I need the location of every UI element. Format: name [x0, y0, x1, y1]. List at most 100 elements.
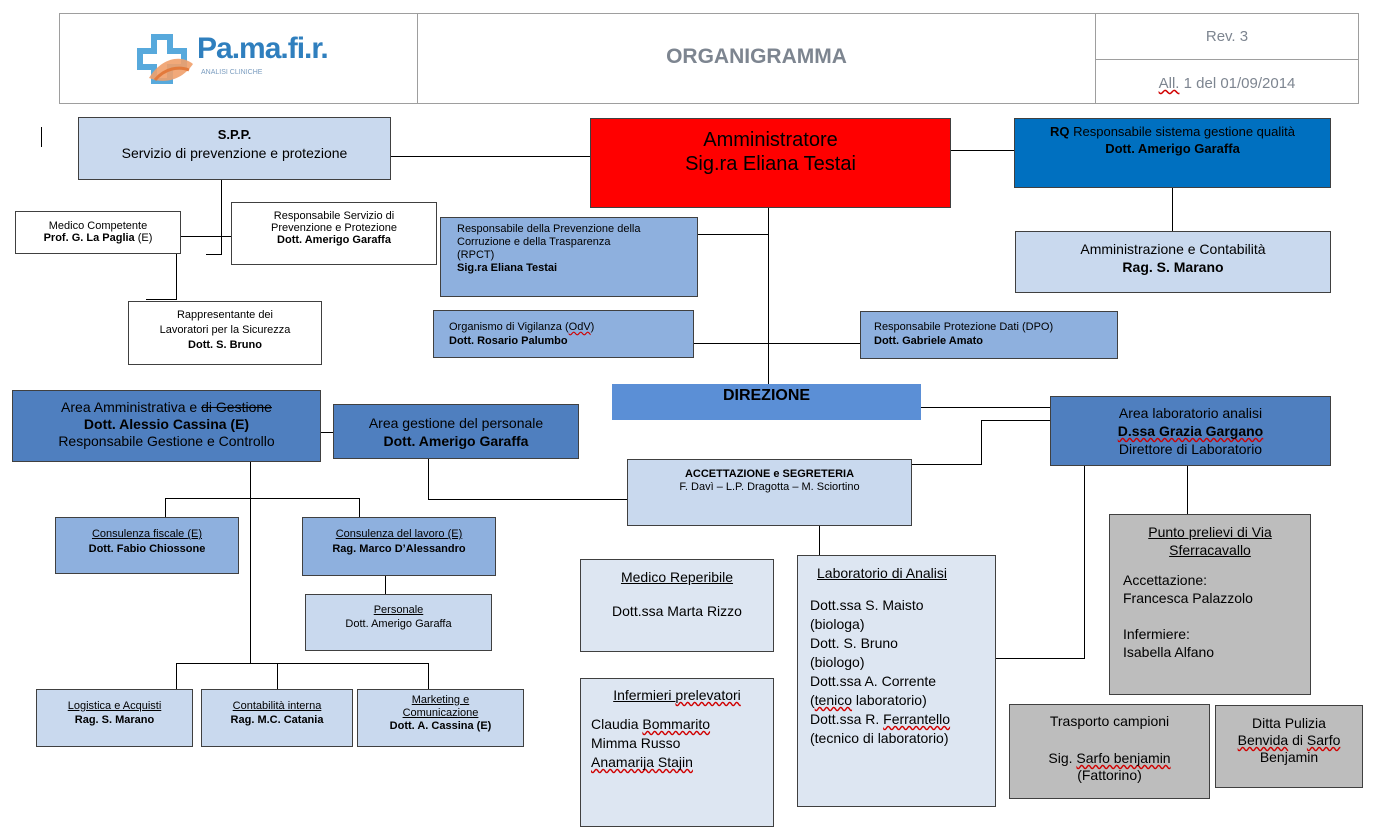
logistica-box[interactable]: Logistica e Acquisti Rag. S. Marano: [36, 689, 193, 747]
consulenza-lavoro-box[interactable]: Consulenza del lavoro (E) Rag. Marco D’A…: [302, 517, 496, 576]
infermieri-title-b: prelevatori: [675, 687, 741, 703]
connector-lab-punto-v: [1084, 466, 1085, 659]
infermiere-3-b: Stajin: [654, 754, 693, 770]
medico-reperibile-box[interactable]: Medico Reperibile Dott.ssa Marta Rizzo: [580, 559, 774, 652]
odv-title-a: Organismo di Vigilanza (: [449, 321, 569, 333]
connector-conslav-v: [359, 498, 360, 517]
lab-staff-2-role: (biologo): [810, 654, 865, 670]
logo-subtext: ANALISI CLINICHE: [201, 69, 263, 76]
lab-staff-3-role-c: laboratorio): [852, 692, 927, 708]
connector-acc-lab-down: [819, 526, 820, 555]
area-amministrativa-name: Dott. Alessio Cassina (E): [83, 416, 250, 432]
dpo-box[interactable]: Responsabile Protezione Dati (DPO) Dott.…: [860, 311, 1118, 359]
administrator-box[interactable]: Amministratore Sig.ra Eliana Testai: [590, 118, 951, 208]
connector-admin-rq: [950, 150, 1014, 151]
connector-personale-acc-v: [428, 459, 429, 499]
lab-staff-1-role: (biologa): [810, 616, 865, 632]
revision-label: Rev. 3: [1205, 28, 1249, 45]
connector-personale-acc-h: [428, 499, 627, 500]
direzione-box[interactable]: DIREZIONE: [612, 384, 921, 420]
logo-cross-icon: [137, 34, 193, 84]
area-personale-box[interactable]: Area gestione del personale Dott. Amerig…: [333, 404, 579, 459]
trasporto-title: Trasporto campioni: [1049, 713, 1170, 729]
connector-contab-v: [277, 663, 278, 689]
connector-arealab-punto: [1187, 466, 1188, 514]
direzione-label: DIREZIONE: [722, 387, 811, 404]
header-all-cell: [1095, 59, 1359, 104]
rq-box[interactable]: RQ Responsabile sistema gestione qualità…: [1014, 118, 1331, 188]
personale-box[interactable]: Personale Dott. Amerigo Garaffa: [305, 594, 492, 651]
medico-competente-box[interactable]: Medico Competente Prof. G. La Paglia (E): [15, 211, 181, 254]
amministrazione-contabilita-title: Amministrazione e Contabilità: [1080, 241, 1266, 257]
consulenza-lavoro-name: Rag. Marco D’Alessandro: [332, 543, 466, 555]
logistica-name: Rag. S. Marano: [74, 714, 155, 726]
area-amministrativa-role: Responsabile Gestione e Controllo: [58, 433, 275, 449]
infermiere-2: Mimma Russo: [591, 735, 681, 751]
connector-lab-punto-h: [952, 658, 1085, 659]
lab-staff-3: Dott.ssa A. Corrente: [810, 673, 937, 689]
odv-title-b: OdV: [568, 321, 591, 333]
consulenza-fiscale-name: Dott. Fabio Chiossone: [88, 543, 206, 555]
odv-title-c: ): [590, 321, 595, 333]
trasporto-box[interactable]: Trasporto campioni Sig. Sarfo benjamin (…: [1009, 704, 1210, 799]
administrator-role: Amministratore: [703, 129, 838, 151]
laboratorio-analisi-title: Laboratorio di Analisi: [817, 565, 947, 581]
consulenza-fiscale-box[interactable]: Consulenza fiscale (E) Dott. Fabio Chios…: [55, 517, 239, 574]
laboratorio-analisi-box[interactable]: Laboratorio di Analisi Dott.ssa S. Maist…: [797, 555, 996, 807]
connector-personale-v: [385, 576, 386, 594]
rspp-line2: Prevenzione e Protezione: [271, 222, 397, 234]
spp-box[interactable]: S.P.P. Servizio di prevenzione e protezi…: [78, 117, 391, 180]
connector-rq-amm: [1172, 188, 1173, 232]
odv-box[interactable]: Organismo di Vigilanza (OdV) Dott. Rosar…: [433, 310, 694, 358]
connector-spp-down: [221, 179, 222, 255]
pulizia-name-a: Benvida: [1237, 732, 1289, 748]
rls-box[interactable]: Rappresentante dei Lavoratori per la Sic…: [128, 301, 322, 365]
amministrazione-contabilita-box[interactable]: Amministrazione e Contabilità Rag. S. Ma…: [1015, 231, 1331, 293]
area-laboratorio-box[interactable]: Area laboratorio analisi D.ssa Grazia Ga…: [1050, 396, 1331, 466]
pulizia-name-b: di: [1288, 732, 1307, 748]
punto-prelievi-title-2: Sferracavallo: [1169, 542, 1251, 558]
infermieri-box[interactable]: Infermieri prelevatori Claudia Bommarito…: [580, 678, 774, 827]
connector-marketing-v: [428, 663, 429, 689]
medico-reperibile-name: Dott.ssa Marta Rizzo: [612, 603, 742, 619]
infermiere-3: Anamarija Stajin: [591, 753, 773, 772]
attachment-rest: 1 del 01/09/2014: [1179, 75, 1296, 92]
connector-odv: [694, 343, 860, 344]
lab-staff-3-role: (tenico laboratorio): [810, 691, 995, 710]
connector-med-rspp: [180, 236, 231, 237]
spp-subtitle: Servizio di prevenzione e protezione: [121, 145, 348, 161]
connector-rls-h: [146, 299, 177, 300]
area-amministrativa-title-b: di Gestione: [201, 399, 272, 415]
lab-staff-3-role-a: (: [810, 692, 815, 708]
connector-spp-h: [206, 254, 222, 255]
infermiere-1: Claudia Bommarito: [591, 715, 773, 734]
connector-direzione-lab: [921, 407, 1050, 408]
odv-title: Organismo di Vigilanza (OdV): [449, 320, 693, 334]
trasporto-name-a: Sig.: [1048, 750, 1077, 766]
infermieri-title-a: Infermieri: [613, 687, 676, 703]
rspp-box[interactable]: Responsabile Servizio di Prevenzione e P…: [231, 202, 437, 265]
rpct-box[interactable]: Responsabile della Prevenzione della Cor…: [440, 217, 698, 297]
connector-rpct: [697, 234, 768, 235]
medico-competente-title: Medico Competente: [48, 220, 148, 232]
rpct-line3: (RPCT): [457, 249, 495, 261]
infermiere-3-a: Anamarija: [591, 754, 655, 770]
punto-prelievi-box[interactable]: Punto prelievi di Via Sferracavallo Acce…: [1109, 514, 1311, 695]
contabilita-interna-name: Rag. M.C. Catania: [230, 714, 324, 726]
logistica-title: Logistica e Acquisti: [67, 700, 162, 712]
logo-text: Pa.ma.fi.r.: [197, 32, 329, 65]
area-laboratorio-title: Area laboratorio analisi: [1118, 405, 1263, 421]
accettazione-box[interactable]: ACCETTAZIONE e SEGRETERIA F. Davì – L.P.…: [627, 459, 912, 526]
consulenza-fiscale-title: Consulenza fiscale (E): [91, 528, 203, 540]
marketing-box[interactable]: Marketing e Comunicazione Dott. A. Cassi…: [357, 689, 524, 747]
infermiere-1-a: Claudia: [591, 716, 643, 732]
contabilita-interna-box[interactable]: Contabilità interna Rag. M.C. Catania: [201, 689, 353, 747]
lab-staff-3-role-b: tenico: [814, 692, 853, 708]
lab-staff-1: Dott.ssa S. Maisto: [810, 597, 924, 613]
logo: Pa.ma.fi.r. ANALISI CLINICHE: [135, 24, 345, 90]
connector-bottom-h: [176, 663, 429, 664]
marketing-name: Dott. A. Cassina (E): [389, 720, 492, 732]
area-amministrativa-box[interactable]: Area Amministrativa e di Gestione Dott. …: [12, 390, 321, 462]
infermiere-1-b: Bommarito: [642, 716, 711, 732]
pulizia-box[interactable]: Ditta Pulizia Benvida di Sarfo Benjamin: [1215, 705, 1363, 788]
